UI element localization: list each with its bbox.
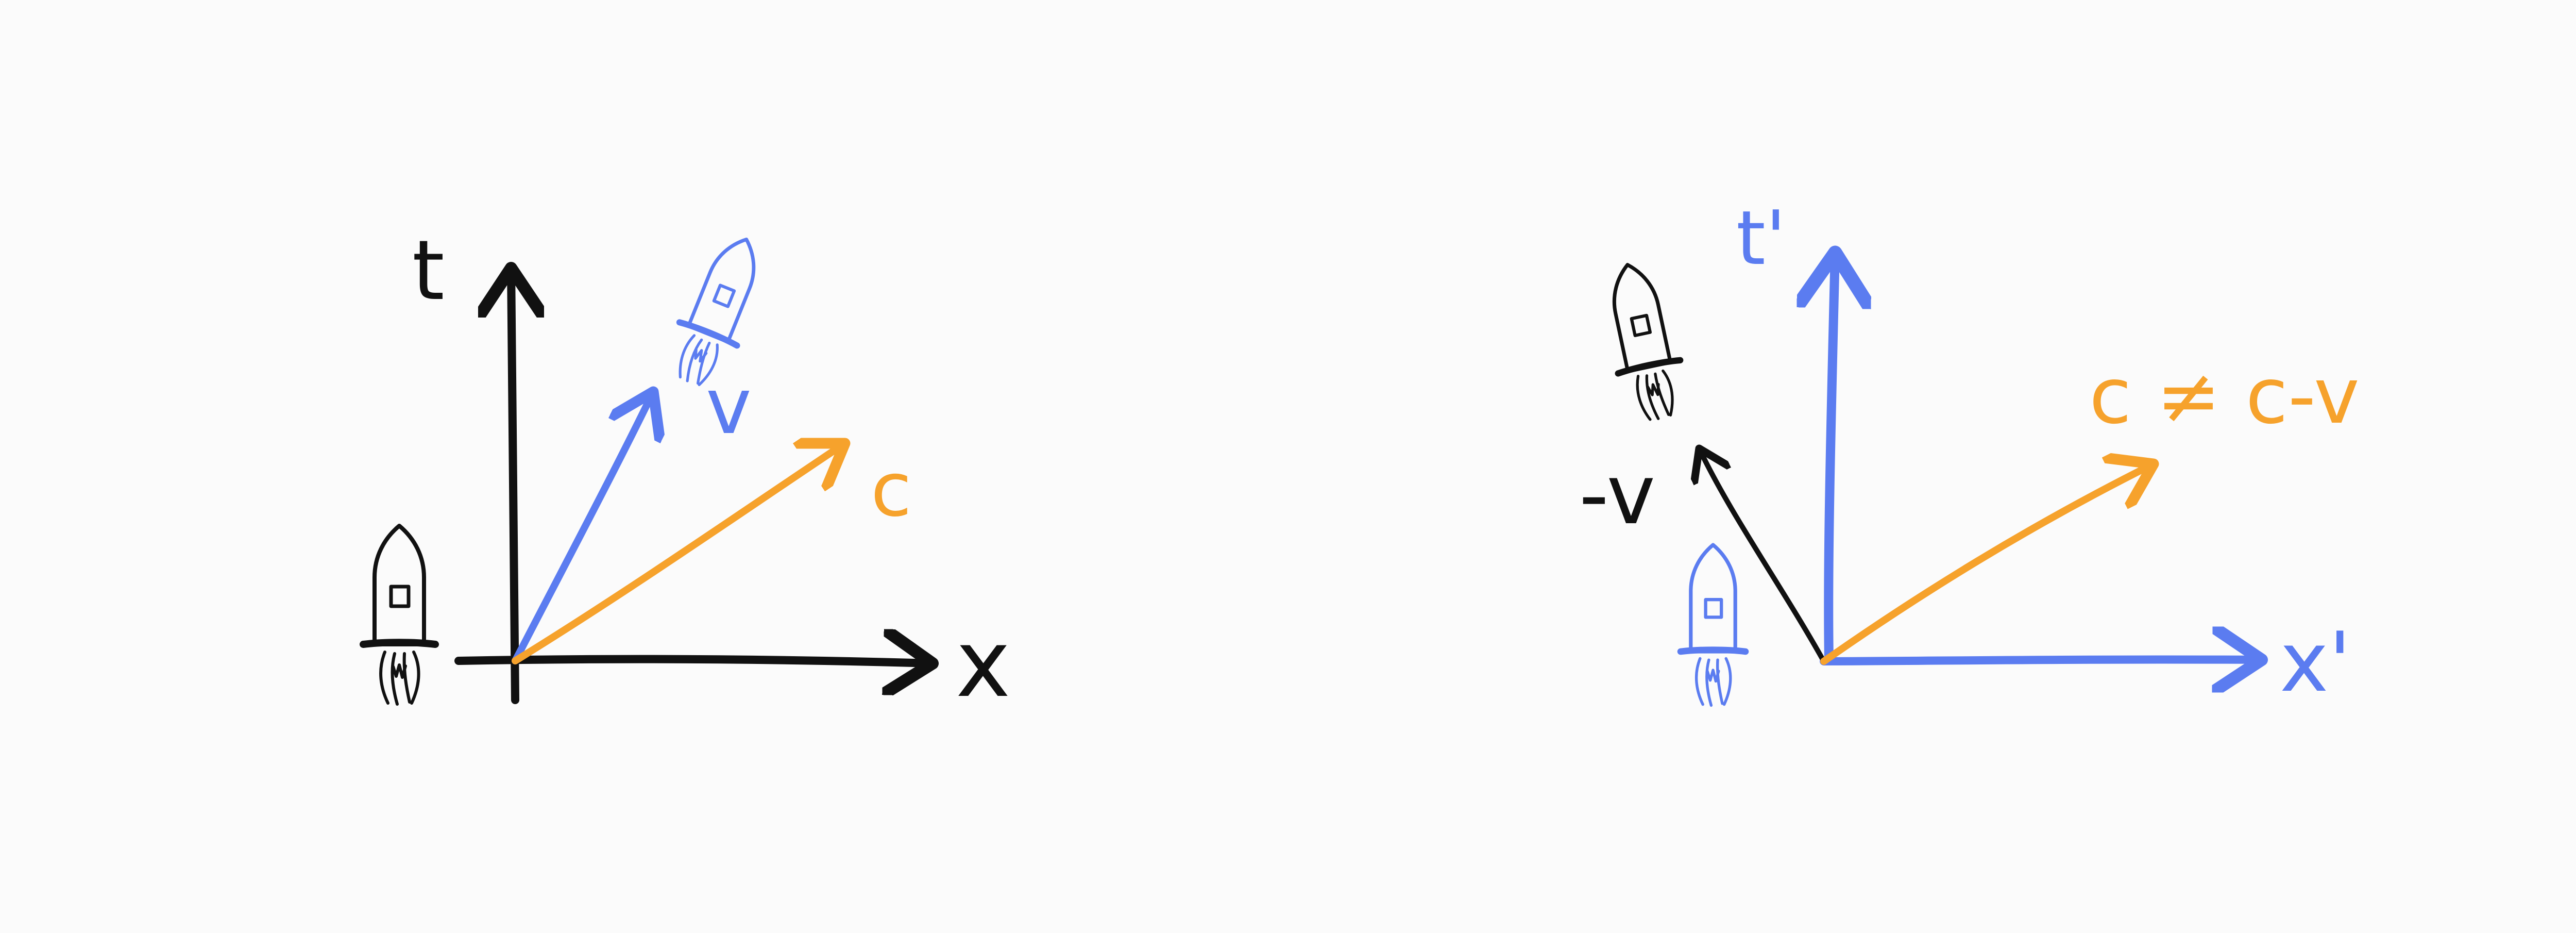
right-neg-v-vector <box>1699 448 1826 664</box>
rocket-icon <box>1681 545 1745 705</box>
right-neg-v-label: -v <box>1579 446 1655 543</box>
left-v-vector <box>512 392 653 664</box>
right-x-axis-label: x' <box>2280 614 2351 710</box>
left-t-axis-label: t <box>412 222 445 319</box>
left-c-vector <box>512 443 845 664</box>
right-x-axis <box>1820 659 2262 661</box>
right-panel: t' x' -v c ≠ c-v <box>1579 195 2360 710</box>
left-t-axis <box>511 268 515 704</box>
rocket-icon <box>1597 258 1691 425</box>
right-c-relation-label: c ≠ c-v <box>2089 352 2360 441</box>
right-c-vector <box>1820 464 2154 665</box>
rocket-icon <box>363 526 435 704</box>
left-x-axis-label: x <box>956 610 1011 718</box>
right-t-axis-label: t' <box>1736 195 1786 282</box>
left-c-label: c <box>871 446 912 534</box>
right-t-axis <box>1828 253 1835 664</box>
left-v-label: v <box>706 362 752 452</box>
left-x-axis <box>454 659 933 663</box>
left-panel: t x v c <box>363 222 1011 718</box>
